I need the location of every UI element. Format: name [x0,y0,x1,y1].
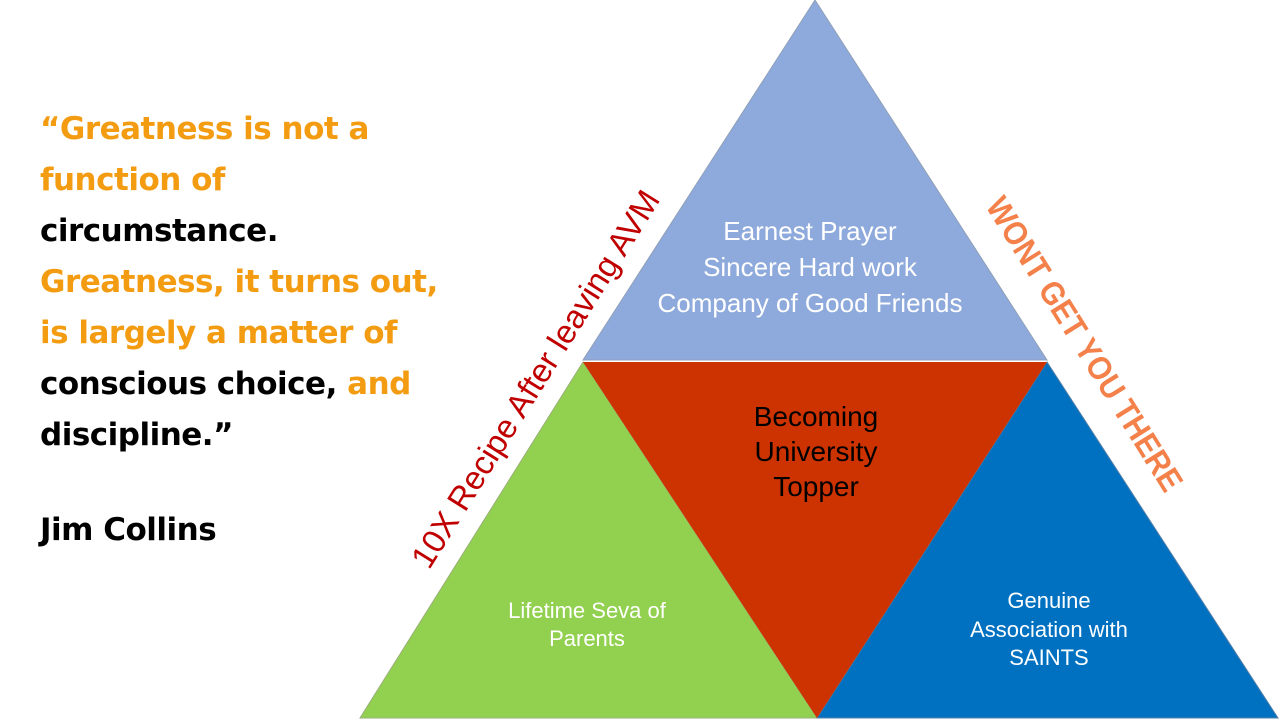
quote-segment: “Greatness is not a function of [40,111,369,198]
right-line: SAINTS [1009,645,1088,670]
quote-author: Jim Collins [40,512,217,548]
center-line: Topper [773,471,859,502]
center-line: University [755,436,878,467]
quote-text: “Greatness is not a function of circumst… [40,104,470,461]
quote-segment: circumstance. [40,213,278,249]
center-triangle [583,362,1047,718]
quote-segment: and [347,366,411,402]
left-triangle-text: Lifetime Seva of Parents [508,598,667,651]
right-line: Association with [970,617,1128,642]
center-triangle-text: Becoming University Topper [754,401,879,502]
quote-segment: conscious choice, [40,366,348,402]
left-line: Parents [549,626,625,651]
right-line: Genuine [1007,588,1090,613]
top-line: Sincere Hard work [703,252,918,282]
top-line: Company of Good Friends [658,288,963,318]
quote-segment: Greatness, it turns out, is largely a ma… [40,264,438,351]
right-triangle-text: Genuine Association with SAINTS [970,588,1128,670]
top-line: Earnest Prayer [723,216,897,246]
center-line: Becoming [754,401,879,432]
top-triangle-text: Earnest Prayer Sincere Hard work Company… [658,216,963,318]
quote-segment: discipline.” [40,417,233,453]
top-triangle [582,0,1048,361]
left-line: Lifetime Seva of [508,598,667,623]
